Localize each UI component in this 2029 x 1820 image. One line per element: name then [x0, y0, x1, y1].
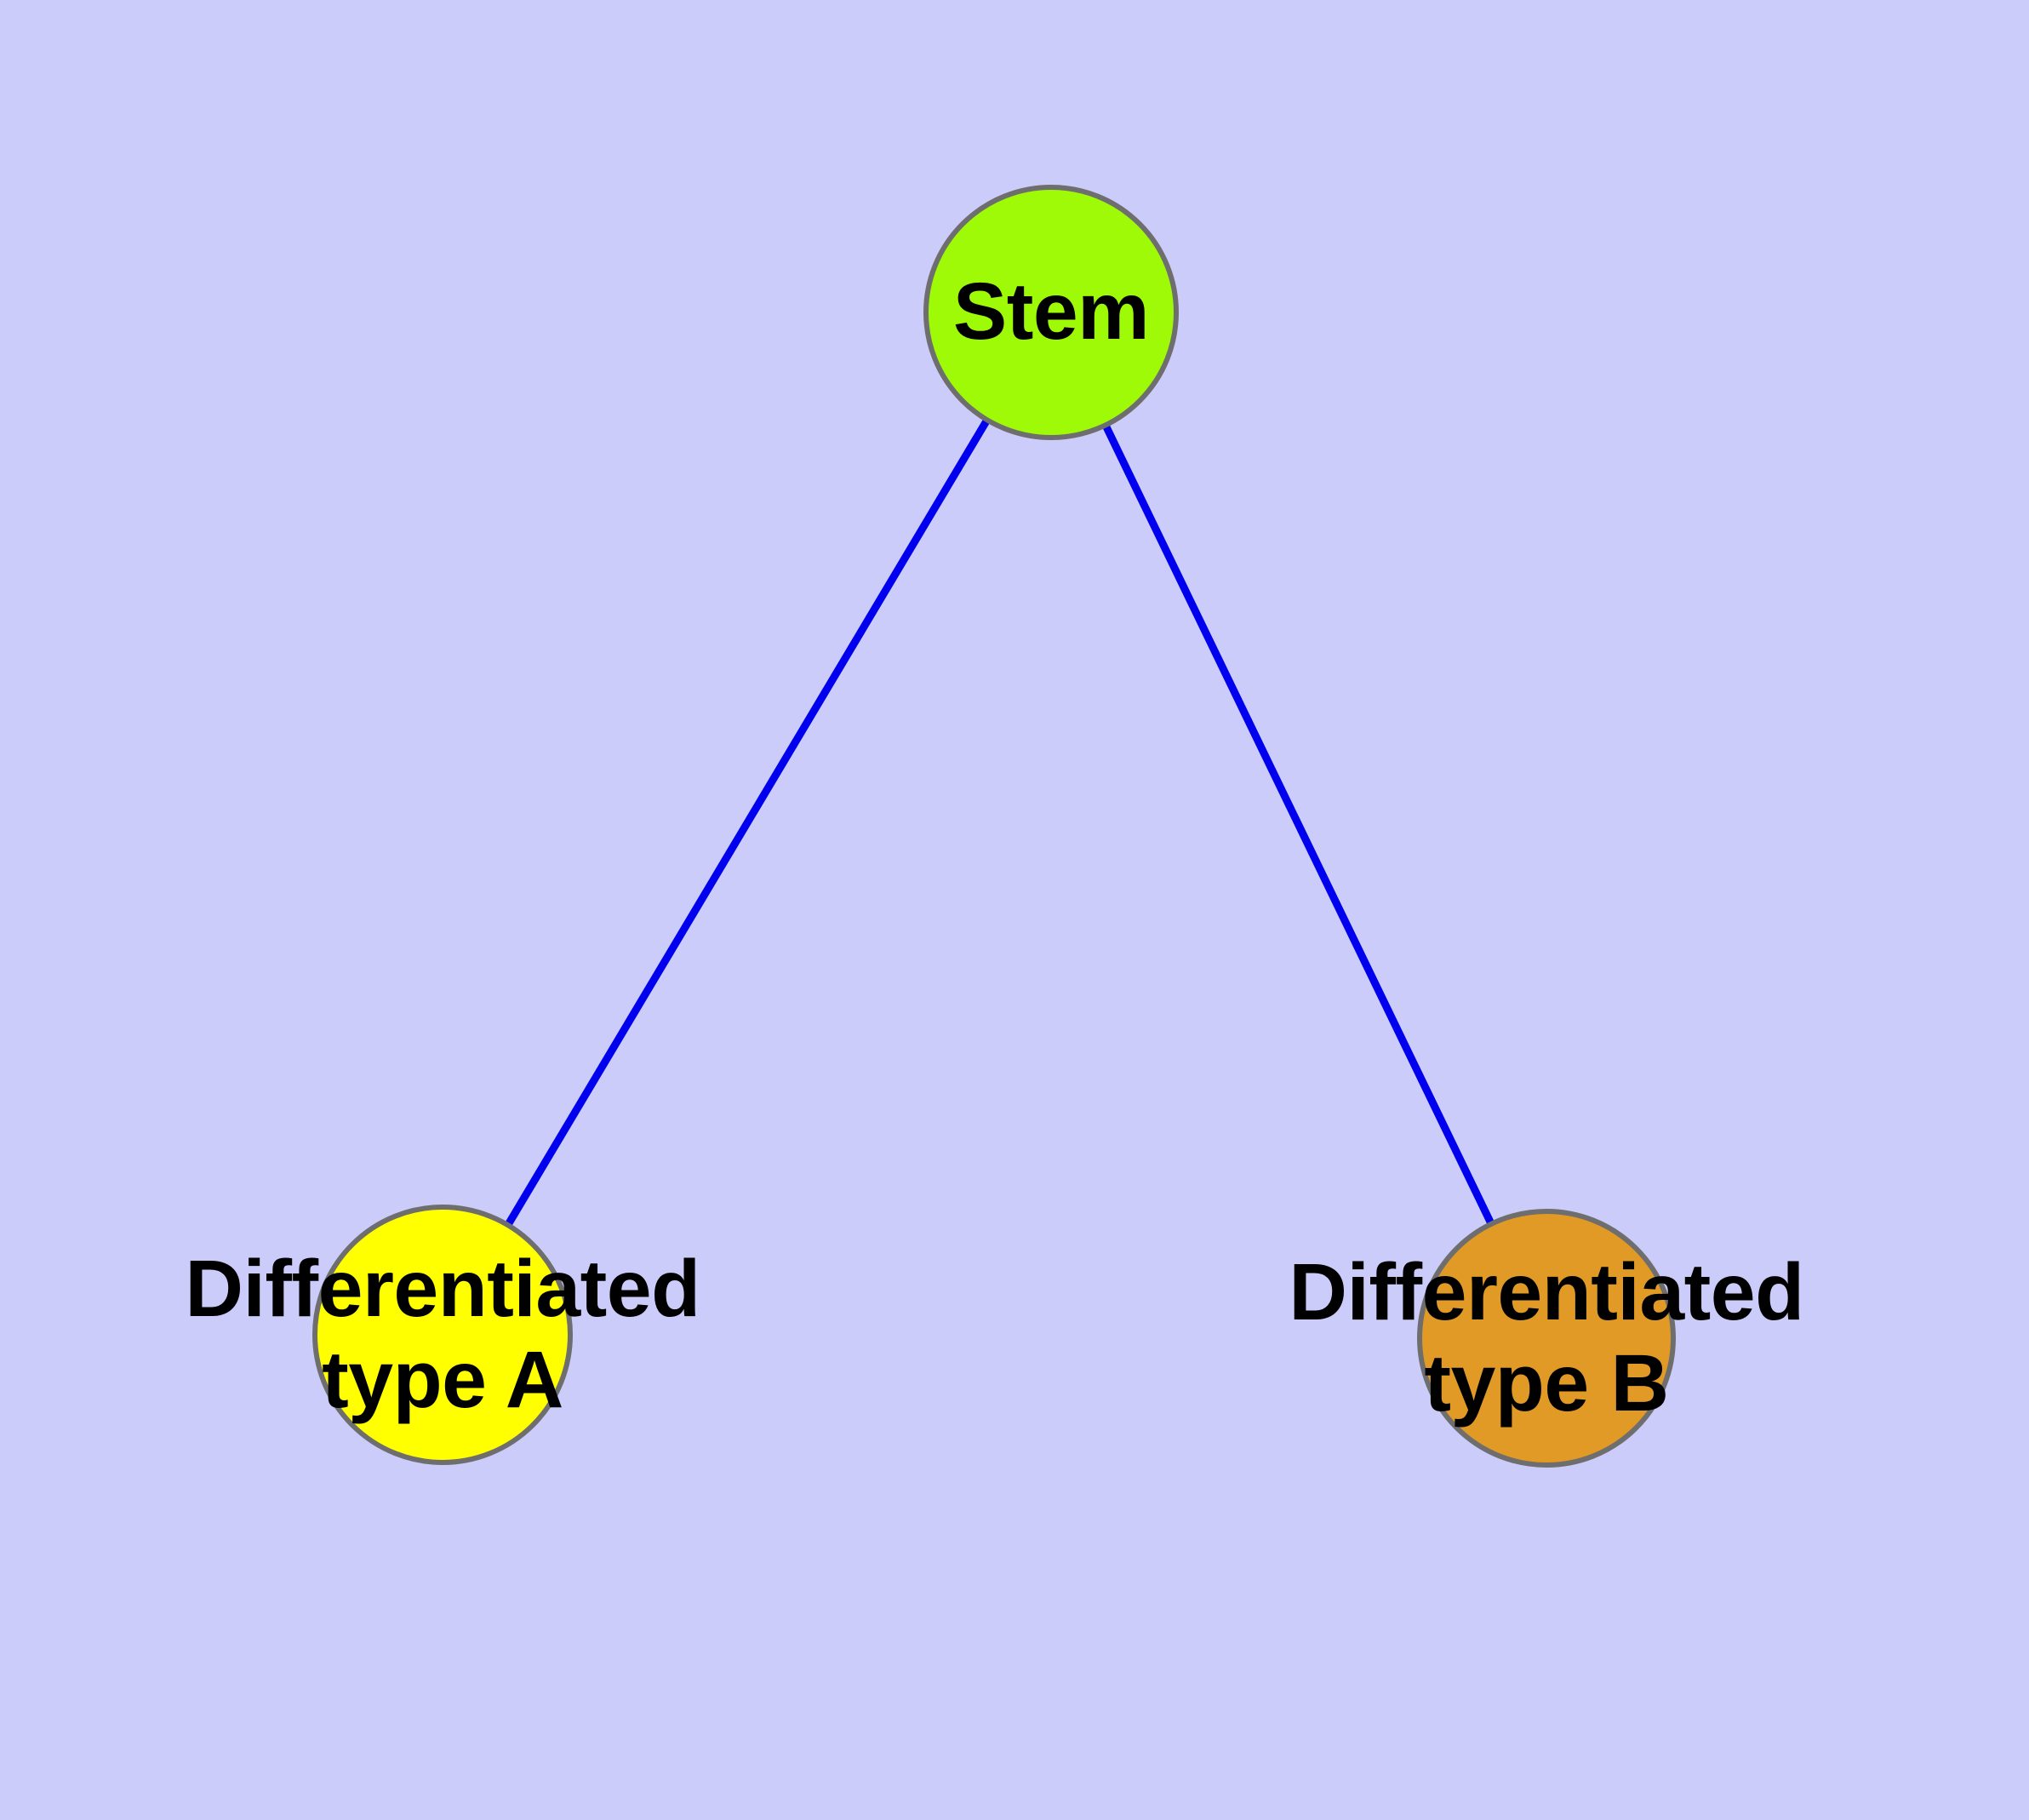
- node-circle-stem[interactable]: [923, 185, 1179, 440]
- node-circle-diff-a[interactable]: [312, 1205, 573, 1465]
- edge-stem-to-diff-b: [1047, 311, 1551, 1340]
- edge-stem-to-diff-a: [439, 310, 1055, 1337]
- node-circle-diff-b[interactable]: [1417, 1209, 1676, 1468]
